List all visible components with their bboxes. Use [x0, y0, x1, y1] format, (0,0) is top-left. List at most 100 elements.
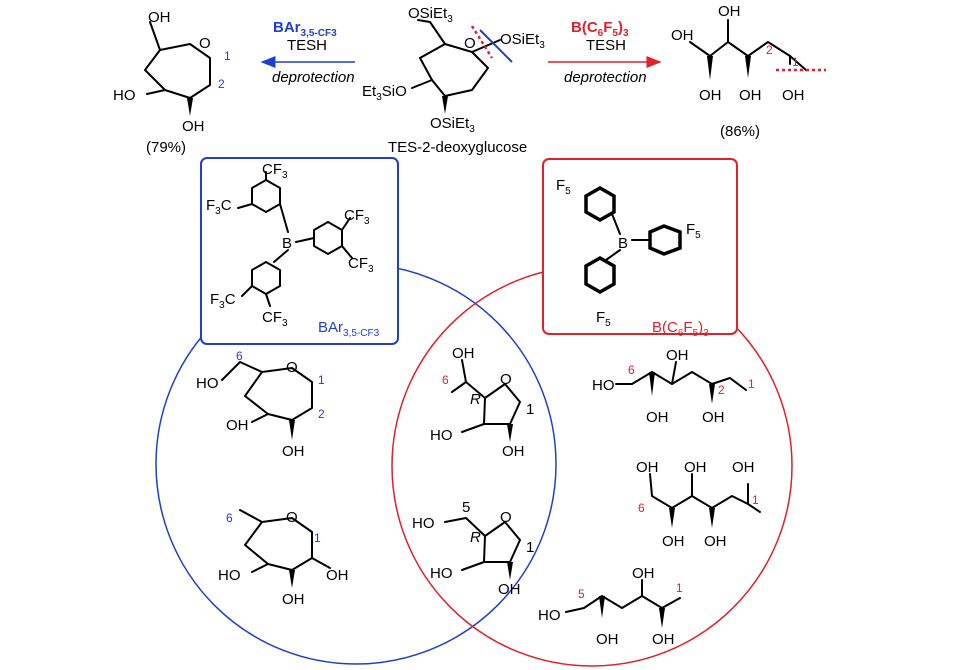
- carbon-number-1: 1: [224, 49, 231, 63]
- f5-label-b: F5: [686, 221, 701, 241]
- blue-box-label: BAr3,5-CF3: [318, 319, 380, 339]
- oh-4-label: OH: [739, 87, 762, 104]
- cf3-label-b: F3C: [206, 197, 232, 217]
- blue-only-structure-a: 6 O 1 2 HO OH OH: [196, 349, 325, 460]
- oh-3-label: OH: [699, 87, 722, 104]
- overlap-structure-a: OH 6 O R 1 HO OH: [430, 345, 534, 460]
- c1-number: 1: [526, 539, 534, 556]
- blue-only-structure-b: 6 O 1 HO OH OH: [218, 509, 349, 608]
- oh-top-label: OH: [452, 345, 475, 362]
- right-reagent-label: B(C6F5)3: [571, 19, 629, 39]
- ho-label: HO: [218, 567, 241, 584]
- oh-1-label: OH: [646, 409, 669, 426]
- oh-2-label: OH: [718, 3, 741, 20]
- ho-left-label: HO: [113, 87, 136, 104]
- otes-top-label: OSiEt3: [408, 5, 453, 25]
- boron-center-label-red: B: [618, 235, 628, 252]
- c2-number: 2: [718, 383, 725, 397]
- ring-o: O: [500, 371, 512, 388]
- c5-number: 5: [578, 587, 585, 601]
- oh-2-label: OH: [702, 409, 725, 426]
- right-condition-label: deprotection: [564, 69, 647, 86]
- ring-o: O: [500, 509, 512, 526]
- c6-number: 6: [226, 511, 233, 525]
- blue-catalyst-box: [200, 157, 399, 345]
- left-condition-label: deprotection: [272, 69, 355, 86]
- oh-e-label: OH: [704, 533, 727, 550]
- cf3-label-c: CF3: [344, 207, 370, 227]
- left-silane-label: TESH: [287, 37, 327, 54]
- red-only-structure-b: OH OH OH 6 1 OH OH: [636, 459, 761, 550]
- c1-number: 1: [526, 401, 534, 418]
- cf3-label-f: CF3: [262, 309, 288, 329]
- boron-center-label: B: [282, 235, 292, 252]
- red-catalyst-box: [542, 158, 738, 335]
- oh-top-label: OH: [148, 9, 171, 26]
- carbon-number-2: 2: [218, 77, 225, 91]
- oh-bottom-label: OH: [282, 443, 305, 460]
- left-reaction-arrow: BAr3,5-CF3 TESH deprotection: [260, 19, 355, 86]
- ho-label: HO: [430, 427, 453, 444]
- oh-c-label: OH: [652, 631, 675, 648]
- bcf-catalyst-structure: B F5 F5 F5: [556, 177, 701, 329]
- oh-right-label: OH: [326, 567, 349, 584]
- oh-d-label: OH: [662, 533, 685, 550]
- oh-b-label: OH: [596, 631, 619, 648]
- starting-material: OSiEt3 O OSiEt3 Et3SiO OSiEt3 TES-2-deox…: [362, 5, 545, 156]
- otes-left-label: Et3SiO: [362, 83, 407, 103]
- cf3-label-a: CF3: [262, 161, 288, 181]
- oh-b-label: OH: [684, 459, 707, 476]
- c6-number: 6: [236, 349, 243, 363]
- c1-number: 1: [752, 493, 759, 507]
- cf3-label-e: F3C: [210, 291, 236, 311]
- c6-number: 6: [638, 501, 645, 515]
- c1-number: 1: [748, 377, 755, 391]
- red-only-structure-c: HO 5 OH 1 OH OH: [538, 565, 683, 648]
- oh-bottom-label: OH: [182, 118, 205, 135]
- c2-number: 2: [318, 407, 325, 421]
- left-product: OH O HO OH 1 2 (79%): [113, 9, 231, 156]
- left-reagent-label: BAr3,5-CF3: [273, 19, 337, 39]
- c1-number: 1: [318, 373, 325, 387]
- oh-top-label: OH: [666, 347, 689, 364]
- ho-label: HO: [196, 375, 219, 392]
- left-yield: (79%): [146, 139, 186, 156]
- ho-label: HO: [592, 377, 615, 394]
- ring-oxygen-label: O: [199, 35, 211, 52]
- c5-number: 5: [462, 499, 470, 516]
- c1-number: 1: [314, 531, 321, 545]
- oh-label: OH: [498, 581, 521, 598]
- oh-a-label: OH: [632, 565, 655, 582]
- ho-label: HO: [538, 607, 561, 624]
- ring-o: O: [286, 359, 298, 376]
- overlap-structure-b: HO 5 O R 1 HO OH: [412, 499, 534, 598]
- cf3-label-d: CF3: [348, 255, 374, 275]
- c6-number: 6: [628, 363, 635, 377]
- sm-ring-oxygen: O: [464, 35, 476, 52]
- right-product: OH OH OH OH OH 2 1 (86%): [671, 3, 826, 140]
- f5-label-a: F5: [556, 177, 571, 197]
- stereo-r: R: [470, 391, 481, 408]
- c1-number: 1: [676, 581, 683, 595]
- right-yield: (86%): [720, 123, 760, 140]
- oh-label: OH: [502, 443, 525, 460]
- right-reaction-arrow: B(C6F5)3 TESH deprotection: [548, 19, 662, 86]
- oh-1-label: OH: [671, 27, 694, 44]
- f5-label-c: F5: [596, 309, 611, 329]
- c6-number: 6: [442, 373, 449, 387]
- oh-bottom-label: OH: [282, 591, 305, 608]
- bar-catalyst-structure: B CF3 F3C CF3 CF3 F3C CF3: [206, 161, 374, 329]
- carbon-number-2-red: 2: [766, 43, 773, 57]
- oh-left-label: OH: [226, 417, 249, 434]
- ring-o: O: [286, 509, 298, 526]
- stereo-r: R: [470, 529, 481, 546]
- ho-label: HO: [430, 565, 453, 582]
- otes-right-label: OSiEt3: [500, 31, 545, 51]
- oh-5-label: OH: [782, 87, 805, 104]
- oh-a-label: OH: [636, 459, 659, 476]
- carbon-number-1-red: 1: [792, 55, 799, 69]
- otes-bottom-label: OSiEt3: [430, 115, 475, 135]
- ho-top-label: HO: [412, 515, 435, 532]
- red-box-label: B(C6F5)3: [652, 319, 709, 339]
